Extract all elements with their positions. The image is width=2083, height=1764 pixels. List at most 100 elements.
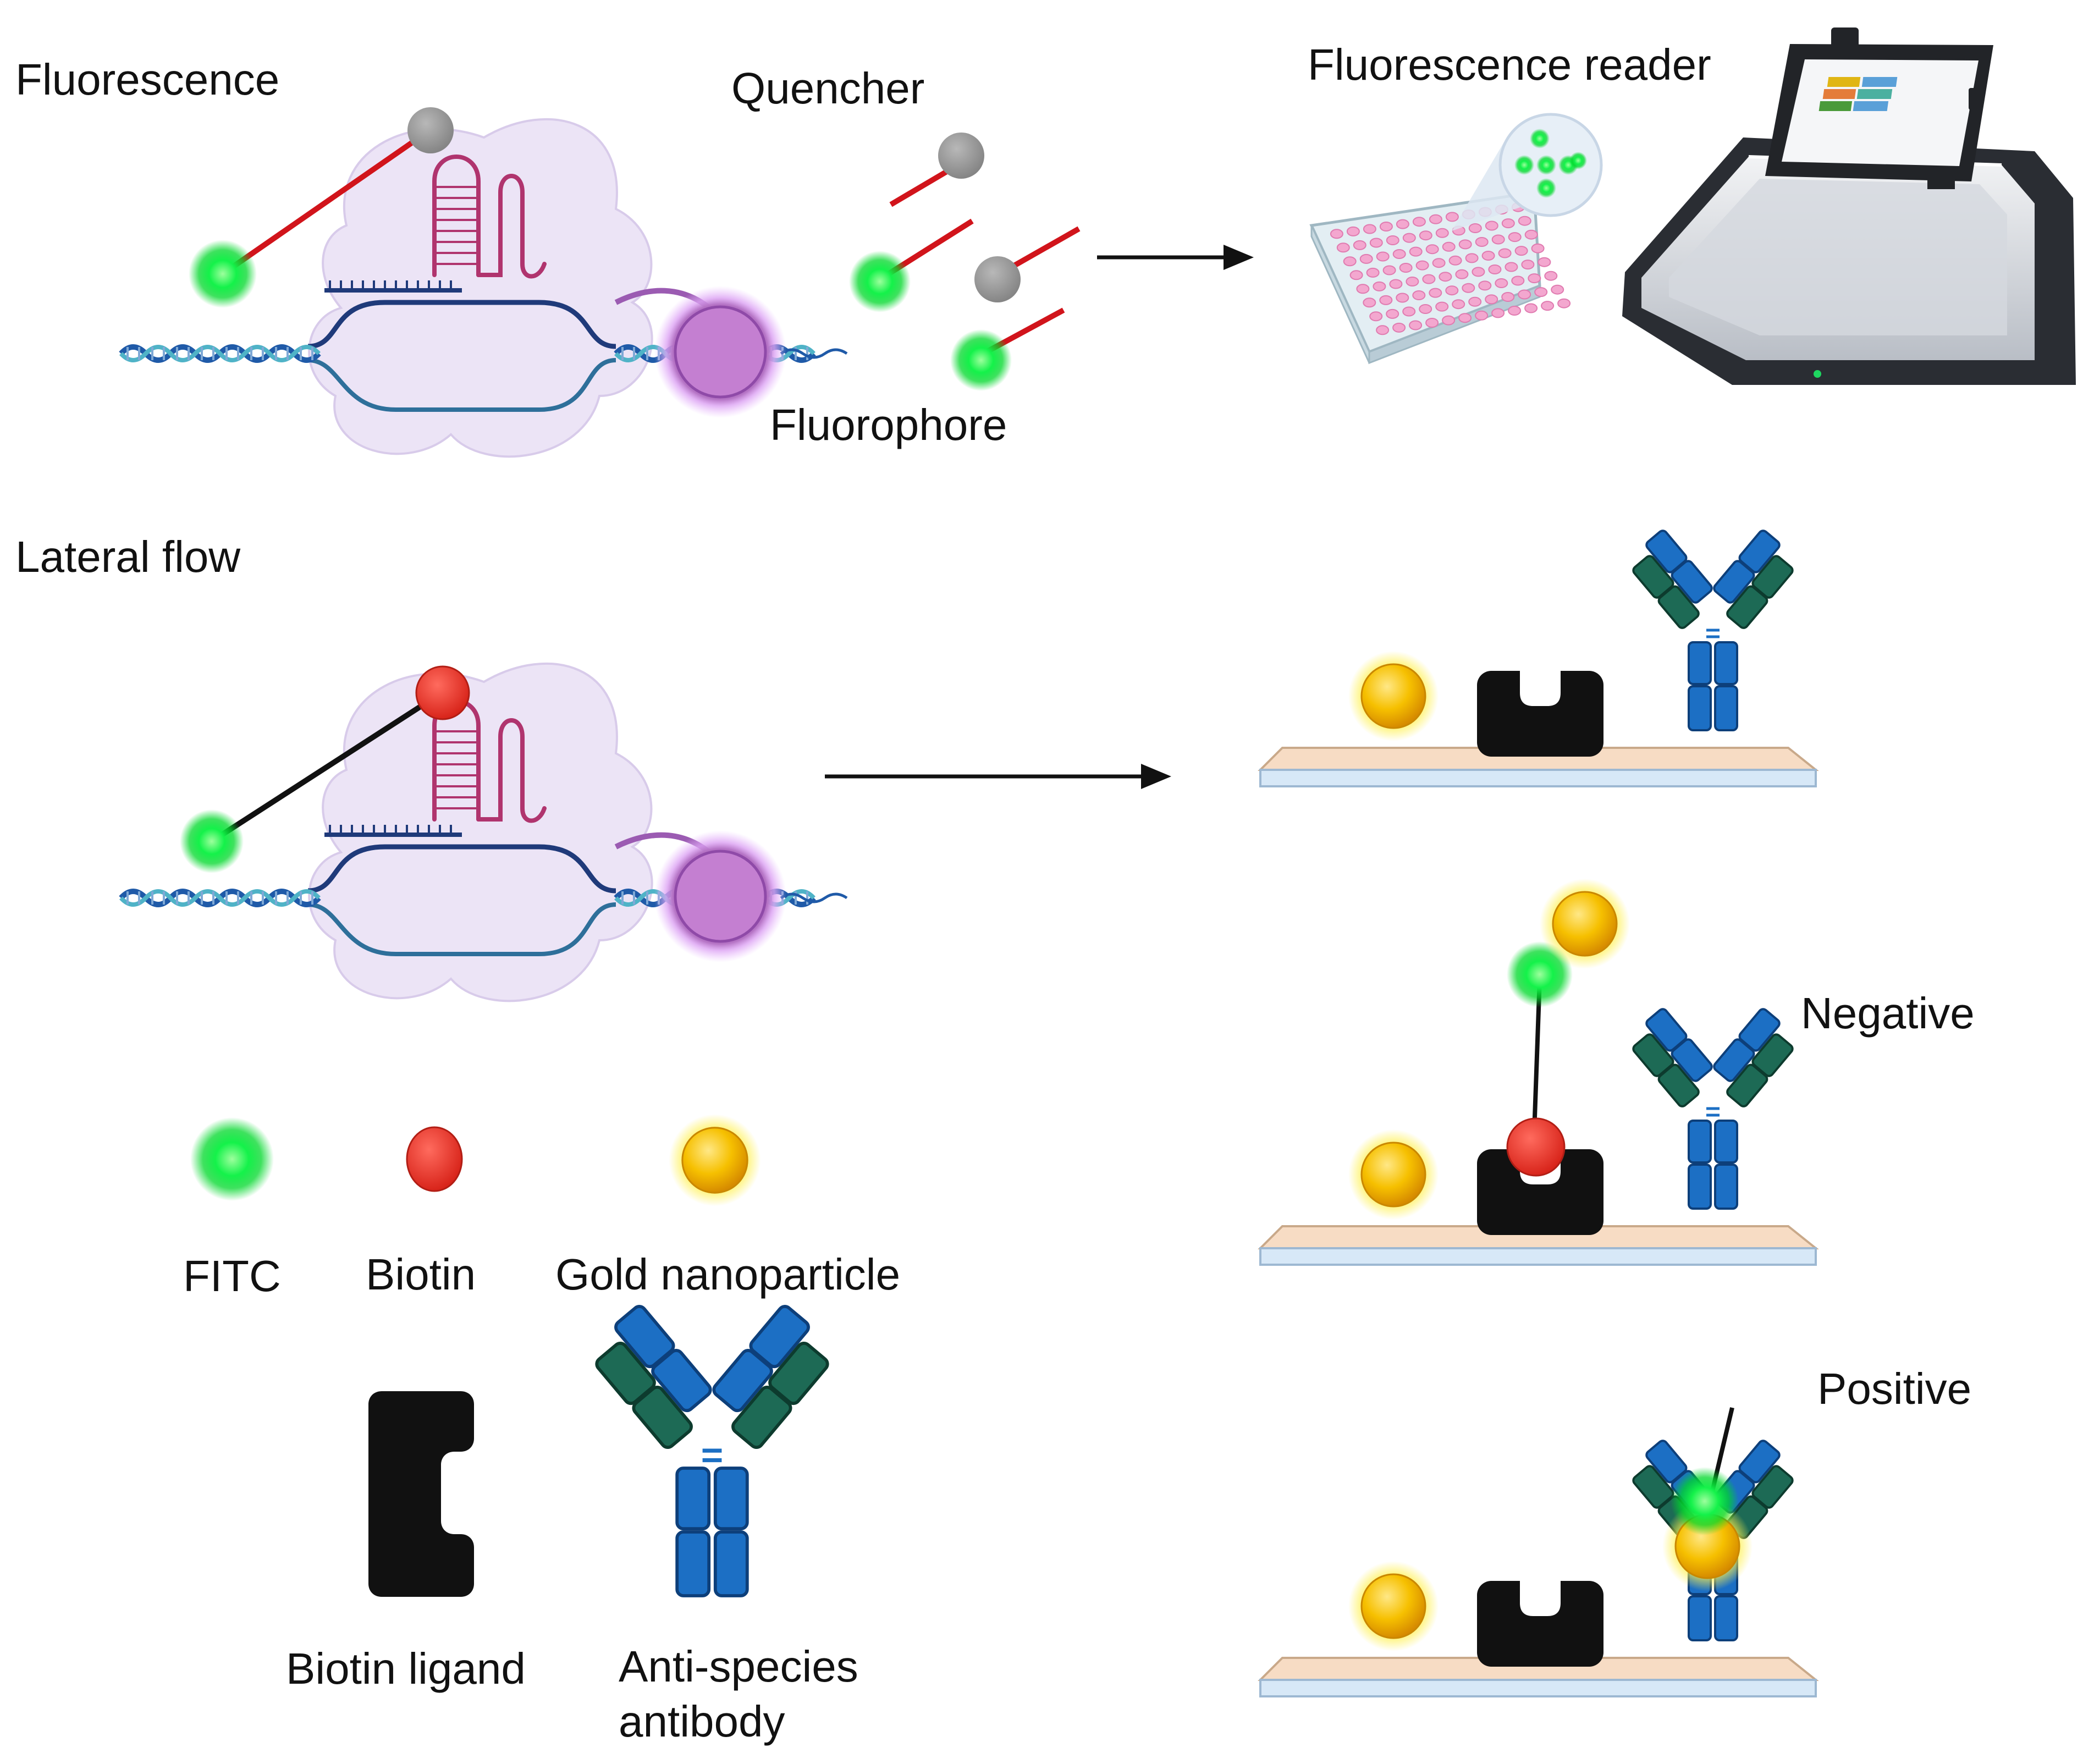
microplate-well — [1491, 308, 1505, 318]
microplate-well — [1518, 289, 1531, 300]
microplate-well — [1435, 228, 1449, 238]
microplate-well — [1531, 243, 1545, 253]
microplate-well — [1379, 222, 1393, 231]
microplate-well — [1455, 269, 1469, 279]
microplate-well — [1472, 267, 1485, 277]
cleaved-reporters — [849, 133, 1081, 391]
legend-fitc-swatch — [190, 1117, 274, 1201]
microplate-well — [1524, 229, 1538, 240]
legend-biotin-ligand-label: Biotin ligand — [286, 1644, 526, 1693]
microplate-well — [1376, 325, 1390, 335]
label-positive: Positive — [1817, 1364, 1971, 1413]
microplate-well — [1521, 260, 1535, 270]
label-negative: Negative — [1801, 989, 1975, 1038]
microplate-well — [1481, 251, 1495, 261]
label-lateral-flow: Lateral flow — [15, 532, 240, 581]
microplate-well — [1538, 257, 1551, 267]
microplate-well — [1445, 212, 1459, 222]
microplate-well — [1475, 237, 1489, 247]
legend-antibody-icon — [584, 1304, 840, 1596]
legend-antibody-label-line1: Anti-species — [619, 1642, 858, 1691]
microplate-well — [1425, 244, 1439, 255]
legend-biotin-label: Biotin — [366, 1250, 476, 1299]
microplate-well — [1392, 322, 1406, 333]
microplate-well — [1528, 273, 1541, 284]
microplate-well — [1379, 295, 1393, 305]
microplate-well — [1396, 293, 1409, 303]
microplate-well — [1412, 290, 1426, 300]
reporter-probe-intact — [189, 107, 454, 308]
label-fluorescence: Fluorescence — [15, 55, 279, 104]
microplate-well — [1501, 292, 1515, 302]
microplate-well — [1363, 224, 1376, 234]
microplate-well — [1389, 279, 1403, 289]
microplate-well — [1495, 278, 1508, 288]
microplate-well — [1392, 249, 1406, 259]
microplate-well — [1485, 294, 1498, 305]
microplate-well — [1343, 256, 1357, 267]
microplate-well — [1386, 235, 1399, 245]
microplate-well — [1415, 260, 1429, 271]
microplate-well — [1353, 240, 1366, 250]
lateral-flow-strip-positive — [1259, 1407, 1817, 1697]
microplate-well — [1419, 230, 1432, 241]
microplate-well — [1330, 229, 1343, 239]
microplate-well — [1382, 265, 1396, 275]
magnified-well-icon — [1452, 113, 1603, 231]
microplate-well — [1429, 214, 1442, 224]
label-fluorophore: Fluorophore — [770, 400, 1007, 449]
microplate-well — [1505, 262, 1518, 272]
microplate-well — [1409, 320, 1423, 330]
microplate-well — [1508, 232, 1522, 242]
microplate-well — [1534, 287, 1548, 297]
reporter-probe-fitc-biotin — [180, 665, 470, 873]
microplate-well — [1544, 271, 1558, 281]
label-quencher: Quencher — [731, 64, 924, 113]
legend-fitc-label: FITC — [183, 1252, 281, 1300]
microplate-well — [1458, 313, 1472, 323]
microplate-well — [1514, 246, 1528, 256]
microplate-well — [1485, 220, 1498, 231]
microplate-well — [1524, 303, 1538, 313]
microplate-well — [1425, 318, 1439, 328]
microplate-well — [1452, 299, 1465, 310]
microplate-well — [1491, 234, 1505, 245]
microplate-well — [1468, 296, 1482, 307]
legend: FITC Biotin Gold nanoparticle Biotin lig… — [183, 1113, 900, 1746]
microplate-well — [1462, 283, 1475, 293]
microplate-well — [1412, 217, 1426, 227]
microplate-well — [1406, 277, 1419, 286]
microplate-well — [1465, 253, 1479, 263]
microplate-well — [1409, 246, 1423, 257]
microplate-well — [1475, 310, 1489, 321]
microplate-well — [1402, 233, 1416, 243]
microplate-well — [1442, 241, 1456, 252]
microplate-well — [1448, 255, 1462, 266]
microplate-well — [1399, 263, 1413, 273]
microplate-well — [1442, 315, 1456, 326]
microplate-well — [1435, 301, 1449, 312]
microplate-well — [1429, 288, 1442, 298]
microplate-well — [1376, 251, 1390, 262]
microplate-well — [1349, 270, 1363, 280]
microplate-well — [1541, 301, 1555, 311]
microplate-well — [1419, 304, 1432, 314]
legend-gold-swatch — [668, 1113, 762, 1208]
microplate-well — [1478, 280, 1492, 291]
microplate-well — [1363, 297, 1376, 308]
microplate-well — [1518, 216, 1531, 226]
legend-antibody-label-line2: antibody — [619, 1697, 785, 1746]
microplate-well — [1511, 275, 1525, 286]
microplate-well — [1359, 253, 1373, 264]
microplate-well — [1458, 239, 1472, 250]
microplate-well — [1336, 242, 1350, 253]
microplate-well — [1557, 298, 1571, 308]
microplate-well — [1356, 284, 1370, 294]
microplate-well — [1396, 219, 1409, 229]
microplate-well — [1551, 284, 1564, 295]
microplate-well — [1468, 223, 1482, 233]
microplate-well — [1508, 306, 1522, 316]
legend-gold-label: Gold nanoparticle — [555, 1250, 900, 1299]
microplate-well — [1488, 264, 1502, 274]
